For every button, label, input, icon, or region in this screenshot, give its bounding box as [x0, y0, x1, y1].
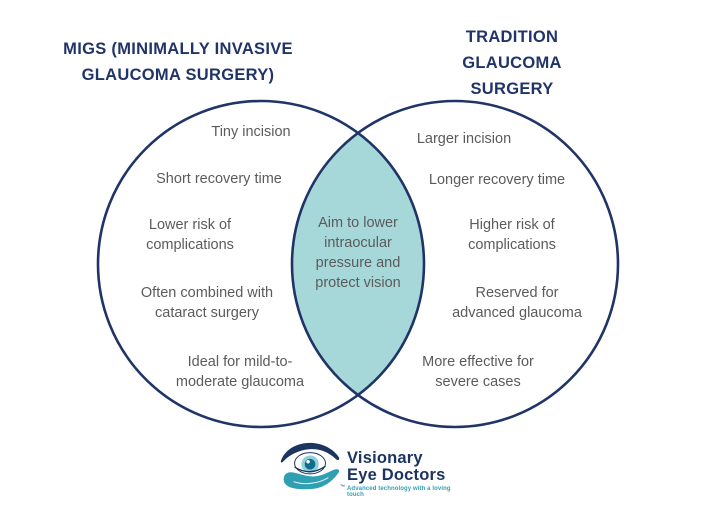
logo-tagline: Advanced technology with a loving touch — [347, 486, 451, 498]
left-item-tiny-incision: Tiny incision — [211, 124, 291, 140]
left-column-title: MIGS (MINIMALLY INVASIVE GLAUCOMA SURGER… — [63, 40, 293, 84]
right-circle — [290, 99, 620, 429]
right-column-title: TRADITION GLAUCOMA SURGERY — [462, 28, 562, 98]
left-circle — [96, 99, 426, 429]
eye-in-hand-icon — [280, 442, 340, 490]
right-item-severe-cases: More effective for severe cases — [422, 354, 534, 390]
right-item-longer-recovery: Longer recovery time — [428, 172, 566, 188]
right-item-larger-incision: Larger incision — [416, 131, 512, 147]
logo-text-block: Visionary Eye Doctors Advanced technolog… — [347, 449, 460, 499]
right-item-higher-risk: Higher risk of complications — [468, 217, 556, 253]
left-item-lower-risk: Lower risk of complications — [146, 217, 234, 253]
venn-overlap-region — [291, 133, 425, 395]
overlap-item-shared-goal: Aim to lower intraocular pressure and pr… — [315, 215, 401, 291]
visionary-eye-doctors-logo: ™ Visionary Eye Doctors Advanced technol… — [280, 440, 460, 502]
left-item-mild-moderate: Ideal for mild-to- moderate glaucoma — [175, 354, 305, 390]
left-item-short-recovery: Short recovery time — [156, 171, 282, 187]
logo-name: Visionary Eye Doctors — [347, 449, 446, 484]
trademark-symbol: ™ — [340, 484, 345, 490]
left-item-cataract-combo: Often combined with cataract surgery — [140, 285, 274, 321]
right-item-advanced-glaucoma: Reserved for advanced glaucoma — [452, 285, 582, 321]
